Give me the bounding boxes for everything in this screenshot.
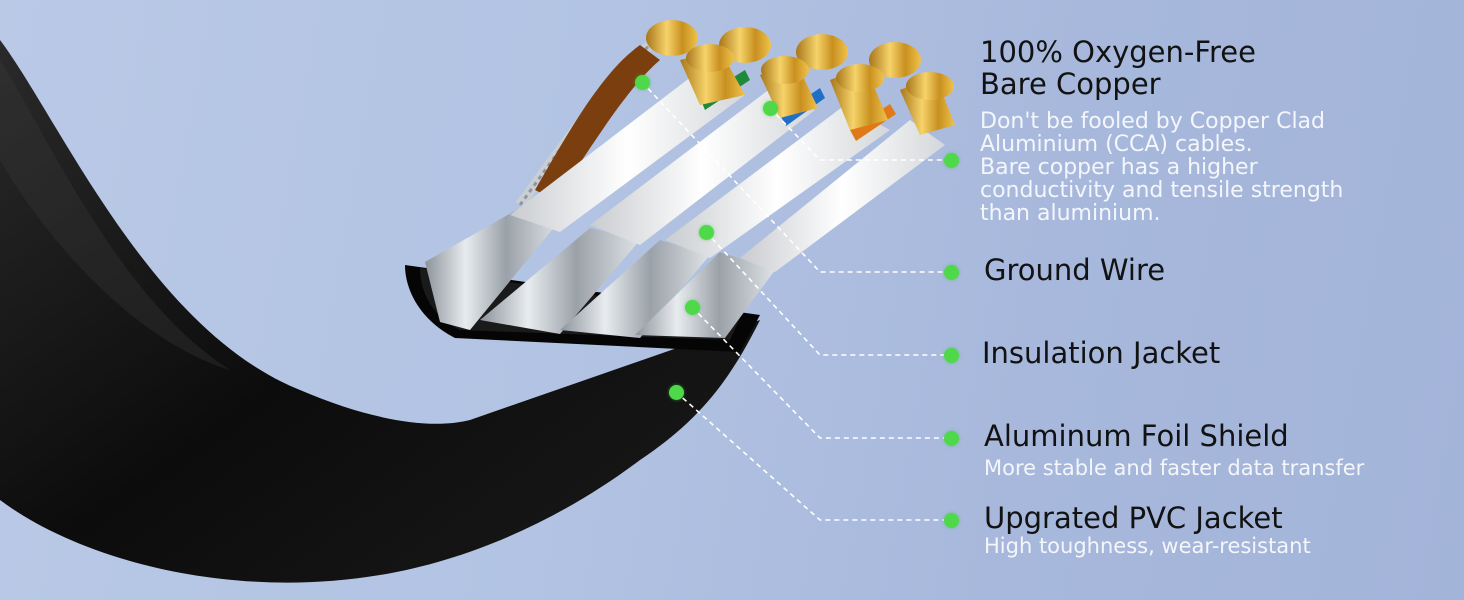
feature-desc: Bare copper has a higher — [980, 155, 1258, 180]
feature-desc: More stable and faster data transfer — [984, 456, 1365, 480]
foil-shields — [425, 208, 775, 338]
label-dot-pvc — [944, 513, 959, 528]
feature-desc: than aluminium. — [980, 201, 1161, 226]
feature-pvc-jacket: Upgrated PVC Jacket High toughness, wear… — [984, 502, 1311, 558]
feature-title: Insulation Jacket — [982, 336, 1221, 370]
feature-title: Ground Wire — [984, 253, 1166, 287]
feature-insulation-jacket: Insulation Jacket — [982, 337, 1220, 369]
marker-dot-insulation — [699, 225, 714, 240]
feature-title: Upgrated PVC Jacket — [984, 501, 1283, 535]
marker-dot-ground — [635, 75, 650, 90]
feature-ground-wire: Ground Wire — [984, 254, 1165, 286]
marker-dot-copper — [763, 101, 778, 116]
label-dot-insulation — [944, 348, 959, 363]
leader-lines — [641, 81, 952, 521]
marker-dot-pvc — [669, 385, 684, 400]
feature-desc: High toughness, wear-resistant — [984, 534, 1311, 558]
feature-title: Aluminum Foil Shield — [984, 419, 1289, 453]
pvc-jacket-body — [0, 40, 760, 583]
feature-foil-shield: Aluminum Foil Shield More stable and fas… — [984, 420, 1364, 480]
label-dot-foil — [944, 431, 959, 446]
marker-dot-foil — [685, 300, 700, 315]
copper-conductors — [646, 20, 955, 135]
feature-copper: 100% Oxygen-Free Bare Copper Don't be fo… — [980, 36, 1343, 225]
label-dot-ground — [944, 265, 959, 280]
feature-desc: Aluminium (CCA) cables. — [980, 132, 1253, 157]
label-dot-copper — [944, 153, 959, 168]
feature-title: Bare Copper — [980, 67, 1161, 101]
feature-title: 100% Oxygen-Free — [980, 35, 1256, 69]
feature-desc: Don't be fooled by Copper Clad — [980, 109, 1325, 134]
feature-desc: conductivity and tensile strength — [980, 178, 1344, 203]
